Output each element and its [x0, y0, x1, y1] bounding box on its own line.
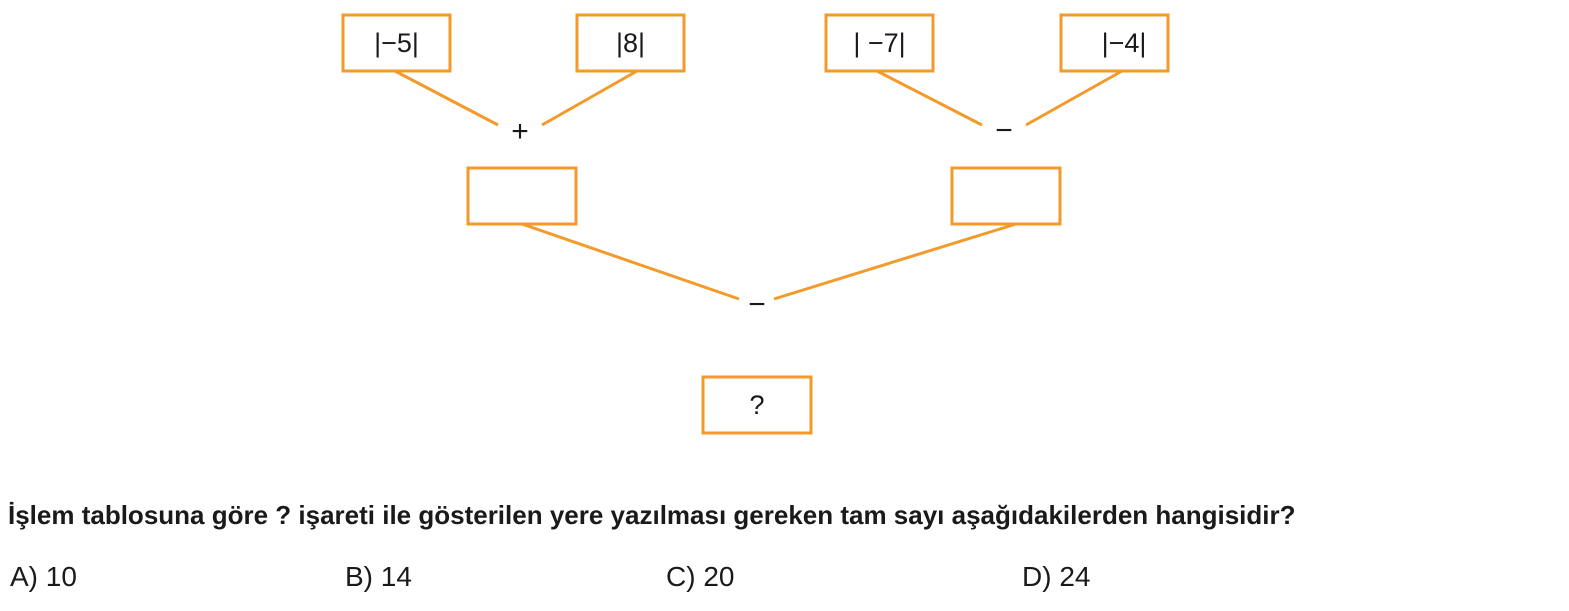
- option-value: 20: [703, 561, 735, 592]
- connector-line: [773, 222, 1017, 301]
- option-a[interactable]: A) 10: [10, 561, 77, 593]
- operation-diagram: |−5| |8| | −7| |−4| + − − ?: [341, 13, 1170, 435]
- plus-operator: +: [511, 115, 529, 148]
- connector-line: [394, 69, 499, 127]
- top-box-abs-minus-7: | −7|: [824, 13, 935, 73]
- result-box-label: ?: [749, 390, 764, 420]
- option-c[interactable]: C) 20: [666, 561, 734, 593]
- option-b[interactable]: B) 14: [345, 561, 412, 593]
- top-box-label: |−5|: [374, 28, 419, 58]
- option-letter: B): [345, 561, 373, 592]
- minus-operator-right: −: [995, 114, 1013, 147]
- connector-line: [521, 222, 740, 301]
- middle-box-left: [466, 166, 578, 226]
- middle-box-right: [950, 166, 1062, 226]
- option-letter: C): [666, 561, 696, 592]
- option-letter: D): [1022, 561, 1052, 592]
- top-box-abs-minus-4: |−4|: [1059, 13, 1170, 73]
- result-box: ?: [701, 375, 813, 435]
- option-value: 24: [1059, 561, 1091, 592]
- top-box-abs-8: |8|: [575, 13, 686, 73]
- minus-operator-bottom: −: [748, 288, 766, 321]
- top-box-label: |−4|: [1102, 28, 1147, 58]
- connector-line: [1025, 69, 1123, 127]
- connector-line: [541, 69, 638, 127]
- option-letter: A): [10, 561, 38, 592]
- option-value: 10: [45, 561, 77, 592]
- option-d[interactable]: D) 24: [1022, 561, 1090, 593]
- option-value: 14: [380, 561, 412, 592]
- top-box-abs-minus-5: |−5|: [341, 13, 452, 73]
- connector-line: [876, 69, 983, 127]
- top-box-label: |8|: [616, 28, 645, 58]
- connector-lines: [394, 69, 1123, 301]
- top-box-label: | −7|: [853, 28, 905, 58]
- question-text: İşlem tablosuna göre ? işareti ile göste…: [8, 500, 1296, 530]
